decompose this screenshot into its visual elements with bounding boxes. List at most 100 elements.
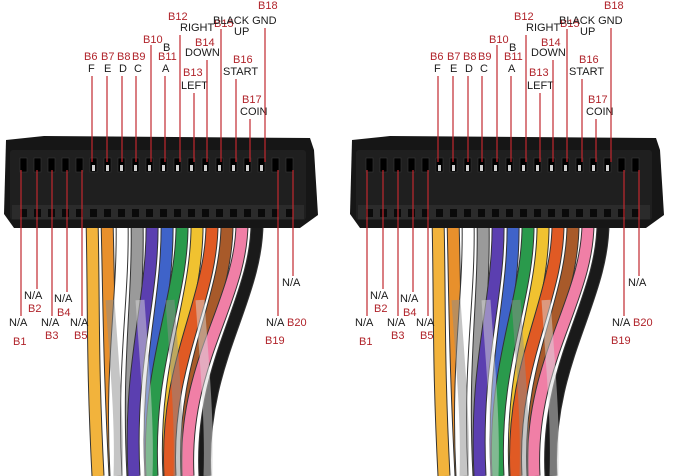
bottom-slot: [230, 209, 237, 217]
contact-slot: [379, 157, 388, 173]
pin-code-label: B6: [84, 51, 97, 63]
bottom-slot: [132, 209, 139, 217]
bottom-slot: [548, 209, 555, 217]
pin-code-label: B4: [57, 307, 70, 319]
contact-pin: [480, 165, 483, 171]
contact-pin: [494, 165, 497, 171]
pin-code-label: B1: [359, 336, 372, 348]
contact-pin: [120, 165, 123, 171]
contact-pin: [592, 165, 595, 171]
pin-function-label: F: [88, 63, 95, 75]
wire: [182, 217, 248, 476]
pin-function-label: A: [162, 63, 170, 75]
pin-code-label: B4: [403, 307, 416, 319]
bottom-slot: [160, 209, 167, 217]
pin-code-label: B12: [168, 11, 188, 23]
contact-pin: [606, 165, 609, 171]
pin-code-label: B11: [158, 51, 177, 63]
bottom-slot: [562, 209, 569, 217]
pin-code-label: B9: [132, 51, 145, 63]
pin-code-label: B14: [541, 37, 561, 49]
pin-function-label: D: [465, 63, 473, 75]
pin-code-label: B15: [560, 18, 580, 30]
bottom-slot: [618, 209, 625, 217]
wire: [528, 217, 594, 476]
bottom-slot: [286, 209, 293, 217]
contact-slot: [19, 157, 28, 173]
pin-function-label: F: [434, 63, 441, 75]
connector-2: B6FB7EB8DB9CB10BB11AB12RIGHTB13LEFTB14DO…: [350, 0, 664, 476]
pin-function-label: N/A: [282, 277, 301, 289]
pin-function-label: COIN: [586, 106, 614, 118]
bottom-slot: [244, 209, 251, 217]
contact-slot: [407, 157, 416, 173]
contact-pin: [92, 165, 95, 171]
bottom-slot: [464, 209, 471, 217]
wire: [432, 217, 450, 476]
pin-function-label: E: [450, 63, 457, 75]
pin-function-label: N/A: [266, 317, 285, 329]
pin-function-label: UP: [580, 26, 595, 38]
pin-function-label: START: [223, 66, 258, 78]
pin-function-label: N/A: [416, 317, 435, 329]
pin-code-label: B18: [258, 0, 278, 12]
pin-function-label: DOWN: [531, 47, 566, 59]
pin-function-label: N/A: [370, 290, 389, 302]
pin-code-label: B7: [447, 51, 460, 63]
bottom-slot: [604, 209, 611, 217]
contact-pin: [162, 165, 165, 171]
wire-back: [451, 299, 469, 476]
bottom-slot: [202, 209, 209, 217]
pin-code-label: B17: [588, 94, 608, 106]
contact-pin: [578, 165, 581, 171]
wire-bundle: [85, 217, 264, 476]
contact-pin: [466, 165, 469, 171]
pin-code-label: B3: [391, 330, 404, 342]
contact-pin: [106, 165, 109, 171]
wire-back: [511, 299, 529, 476]
wire-back: [165, 299, 183, 476]
pin-code-label: B13: [183, 67, 203, 79]
bottom-slot: [436, 209, 443, 217]
bottom-slot: [146, 209, 153, 217]
bottom-slot: [422, 209, 429, 217]
contact-pin: [176, 165, 179, 171]
contact-pin: [260, 165, 263, 171]
bottom-slot: [90, 209, 97, 217]
bottom-slot: [216, 209, 223, 217]
bottom-slot: [534, 209, 541, 217]
contact-pin: [218, 165, 221, 171]
bottom-slot: [174, 209, 181, 217]
pin-function-label: N/A: [612, 317, 631, 329]
pin-function-label: BLACK GND: [559, 15, 623, 27]
bottom-slot: [366, 209, 373, 217]
contact-slot: [61, 157, 70, 173]
pin-function-label: DOWN: [185, 47, 220, 59]
pin-function-label: N/A: [54, 293, 73, 305]
pin-code-label: B3: [45, 330, 58, 342]
bottom-slot: [506, 209, 513, 217]
pin-function-label: B: [509, 42, 516, 54]
pin-function-label: B: [163, 42, 170, 54]
bottom-slot: [188, 209, 195, 217]
wire-back: [541, 299, 559, 476]
pin-code-label: B16: [579, 54, 599, 66]
pin-function-label: START: [569, 66, 604, 78]
contact-pin: [204, 165, 207, 171]
bottom-slot: [20, 209, 27, 217]
pin-function-label: RIGHT: [180, 22, 215, 34]
pin-function-label: RIGHT: [526, 22, 561, 34]
pin-code-label: B10: [143, 34, 163, 46]
pin-code-label: B1: [13, 336, 26, 348]
wire-back: [135, 299, 153, 476]
pin-function-label: LEFT: [527, 80, 554, 92]
wire-back: [481, 299, 499, 476]
pin-function-label: N/A: [628, 277, 647, 289]
pin-function-label: N/A: [9, 317, 28, 329]
pin-code-label: B11: [504, 51, 523, 63]
contact-slot: [421, 157, 430, 173]
pin-function-label: COIN: [240, 106, 268, 118]
wire: [510, 217, 564, 476]
wire: [86, 217, 104, 476]
